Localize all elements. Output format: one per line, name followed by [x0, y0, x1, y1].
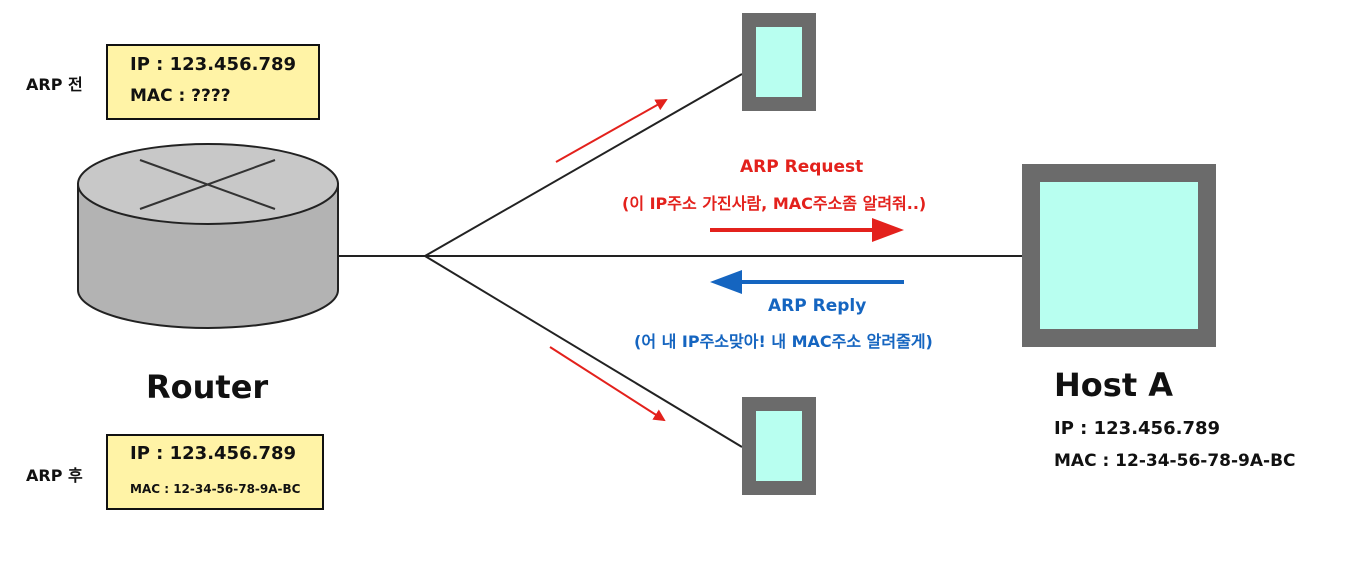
reply-title: ARP Reply — [768, 296, 867, 316]
request-title: ARP Request — [740, 157, 864, 177]
host-a-icon — [1022, 164, 1216, 347]
bottom-host-icon — [742, 397, 816, 495]
broadcast-arrow-up — [555, 99, 668, 163]
link-hub-bottom-host — [424, 255, 743, 448]
broadcast-arrow-down — [549, 346, 666, 422]
arp-before-ip: IP : 123.456.789 — [130, 54, 297, 75]
host-a-mac: MAC : 12-34-56-78-9A-BC — [1054, 451, 1296, 471]
network-links — [336, 73, 1022, 448]
host-a-title: Host A — [1054, 366, 1174, 404]
request-arrow — [710, 218, 904, 242]
arp-after-box — [106, 434, 324, 510]
router-title: Router — [146, 368, 269, 406]
arp-before-mac: MAC : ???? — [130, 86, 231, 106]
host-a-ip: IP : 123.456.789 — [1054, 418, 1221, 439]
arp-after-ip: IP : 123.456.789 — [130, 443, 297, 464]
reply-subtitle: (어 내 IP주소맞아! 내 MAC주소 알려줄게) — [634, 332, 933, 351]
link-hub-top-host — [424, 73, 743, 257]
arp-after-tag: ARP 후 — [26, 466, 83, 485]
router-icon — [77, 143, 339, 329]
reply-arrow — [710, 270, 904, 294]
arp-before-box — [106, 44, 320, 120]
top-host-icon — [742, 13, 816, 111]
arp-after-mac: MAC : 12-34-56-78-9A-BC — [130, 482, 301, 496]
arp-before-tag: ARP 전 — [26, 75, 83, 94]
request-subtitle: (이 IP주소 가진사람, MAC주소좀 알려줘..) — [622, 194, 927, 213]
